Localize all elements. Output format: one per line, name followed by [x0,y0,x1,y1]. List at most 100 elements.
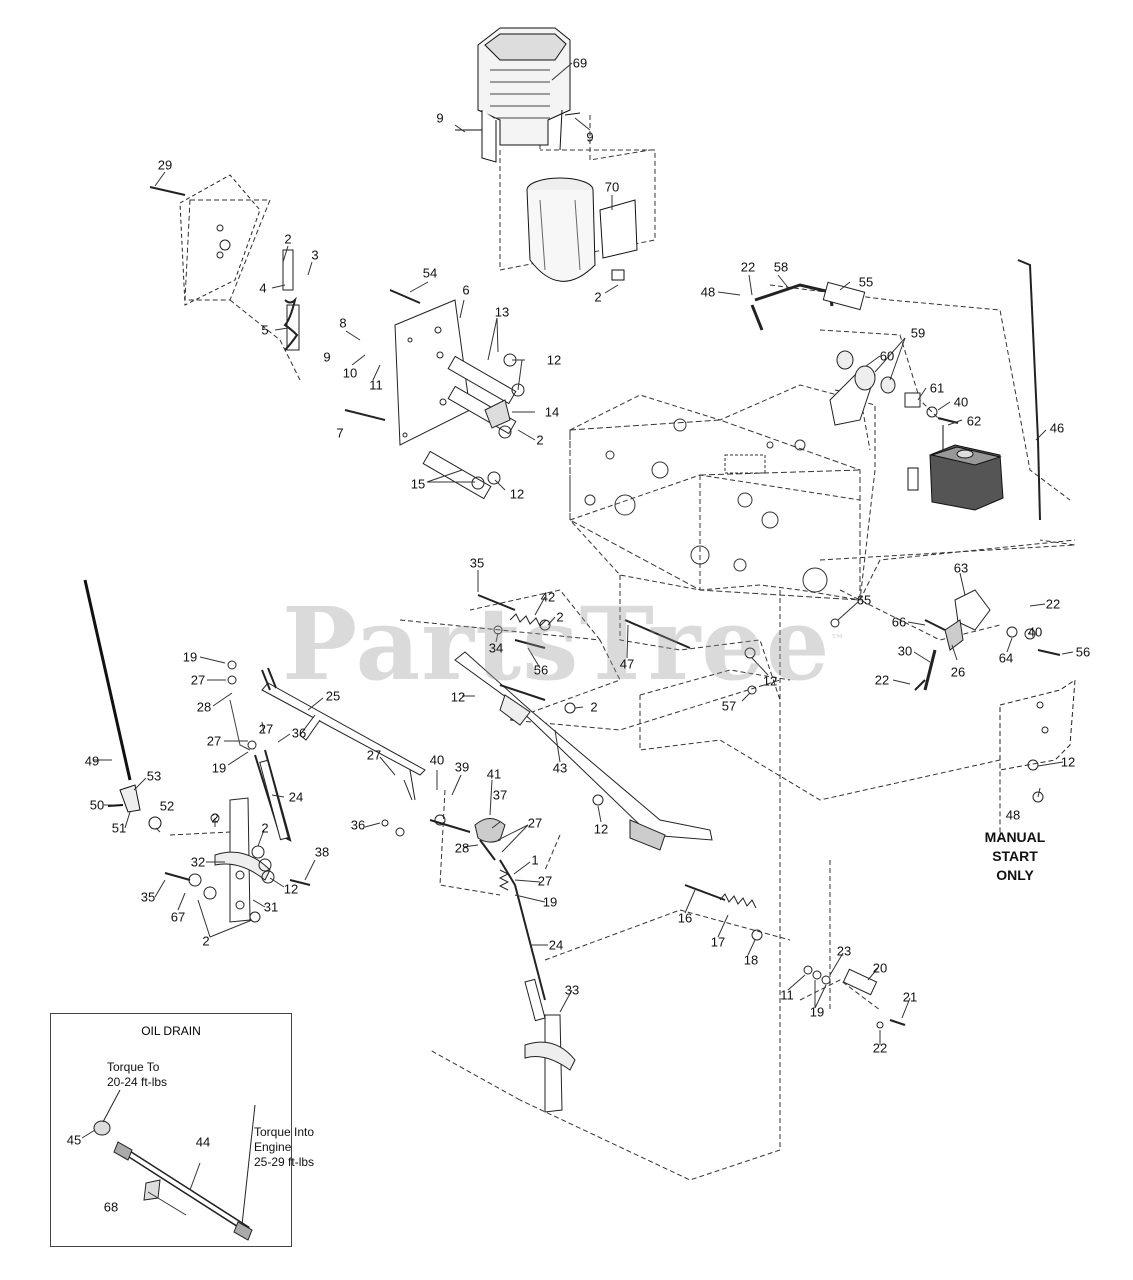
callout-12: 12 [593,821,609,837]
callout-42: 42 [540,589,556,605]
callout-22: 22 [872,1040,888,1056]
callout-27: 27 [258,721,274,737]
callout-19: 19 [182,649,198,665]
callout-8: 8 [339,315,347,331]
engine-cylinder [526,177,638,282]
callout-48: 48 [1005,807,1021,823]
callout-43: 43 [552,760,568,776]
callout-18: 18 [743,952,759,968]
callout-59: 59 [910,325,926,341]
torque-into-note: Torque Into Engine 25-29 ft-lbs [254,1125,314,1170]
brake-spring-assembly [684,884,906,1029]
callout-29: 29 [157,157,173,173]
callout-35: 35 [469,555,485,571]
callout-44: 44 [195,1134,211,1150]
callout-48: 48 [700,284,716,300]
callout-2: 2 [202,933,210,949]
callout-26: 26 [950,664,966,680]
callout-33: 33 [564,982,580,998]
callout-56: 56 [1075,644,1091,660]
callout-10: 10 [342,365,358,381]
callout-22: 22 [1045,596,1061,612]
callout-31: 31 [263,899,279,915]
callout-4: 4 [259,280,267,296]
callout-27: 27 [366,747,382,763]
manual-start-line: MANUAL [984,829,1046,845]
callout-9: 9 [586,129,594,145]
callout-2: 2 [556,609,564,625]
callout-39: 39 [454,759,470,775]
callout-19: 19 [809,1004,825,1020]
callout-27: 27 [190,672,206,688]
callout-3: 3 [311,247,319,263]
left-mount-plate [149,174,300,351]
engine-block [569,418,861,601]
callout-32: 32 [190,854,206,870]
callout-5: 5 [261,322,269,338]
center-plate-assembly [344,289,525,500]
callout-19: 19 [542,894,558,910]
callout-66: 66 [891,614,907,630]
callout-12: 12 [546,352,562,368]
callout-55: 55 [858,274,874,290]
callout-47: 47 [619,656,635,672]
oil-drain-parts [93,1089,256,1241]
manual-start-line: ONLY [996,867,1034,883]
callout-16: 16 [677,910,693,926]
callout-2: 2 [261,820,269,836]
callout-46: 46 [1049,420,1065,436]
right-lever-assembly [750,259,1041,521]
callout-14: 14 [544,404,560,420]
callout-51: 51 [111,820,127,836]
callout-52: 52 [159,798,175,814]
callout-2: 2 [536,432,544,448]
callout-11: 11 [780,987,794,1003]
oil-drain-inset: OIL DRAIN [50,1013,292,1247]
callout-27: 27 [206,733,222,749]
callout-35: 35 [140,889,156,905]
torque-to-line: Torque To [107,1060,160,1074]
torque-into-line: Engine [254,1140,292,1154]
callout-6: 6 [462,282,470,298]
callout-68: 68 [103,1199,119,1215]
callout-28: 28 [454,840,470,856]
callout-23: 23 [836,943,852,959]
callout-64: 64 [998,650,1014,666]
callout-1: 1 [531,852,539,868]
callout-67: 67 [170,909,186,925]
callout-65: 65 [856,592,872,608]
callout-57: 57 [721,698,737,714]
callout-49: 49 [84,753,100,769]
callout-2: 2 [594,289,602,305]
callout-30: 30 [897,643,913,659]
callout-24: 24 [548,937,564,953]
callout-40: 40 [429,752,445,768]
cylinder-shroud [455,27,581,163]
callout-27: 27 [537,873,553,889]
manual-start-line: START [992,848,1038,864]
torque-to-note: Torque To 20-24 ft-lbs [107,1060,167,1090]
callout-21: 21 [902,989,918,1005]
callout-36: 36 [291,725,307,741]
oil-drain-title: OIL DRAIN [141,1024,201,1038]
callout-2: 2 [211,810,219,826]
throttle-lever [454,651,713,851]
callout-70: 70 [604,179,620,195]
callout-62: 62 [966,413,982,429]
callout-9: 9 [436,110,444,126]
callout-12: 12 [509,486,525,502]
callout-28: 28 [196,699,212,715]
callout-34: 34 [488,640,504,656]
callout-38: 38 [314,844,330,860]
callout-61: 61 [929,380,945,396]
callout-12: 12 [1060,754,1076,770]
center-linkage [381,794,604,1113]
callout-40: 40 [1027,624,1043,640]
callout-53: 53 [146,768,162,784]
leader-lines [81,62,1074,1216]
callout-9: 9 [323,349,331,365]
callout-50: 50 [89,797,105,813]
callout-27: 27 [527,815,543,831]
torque-into-line: 25-29 ft-lbs [254,1155,315,1169]
